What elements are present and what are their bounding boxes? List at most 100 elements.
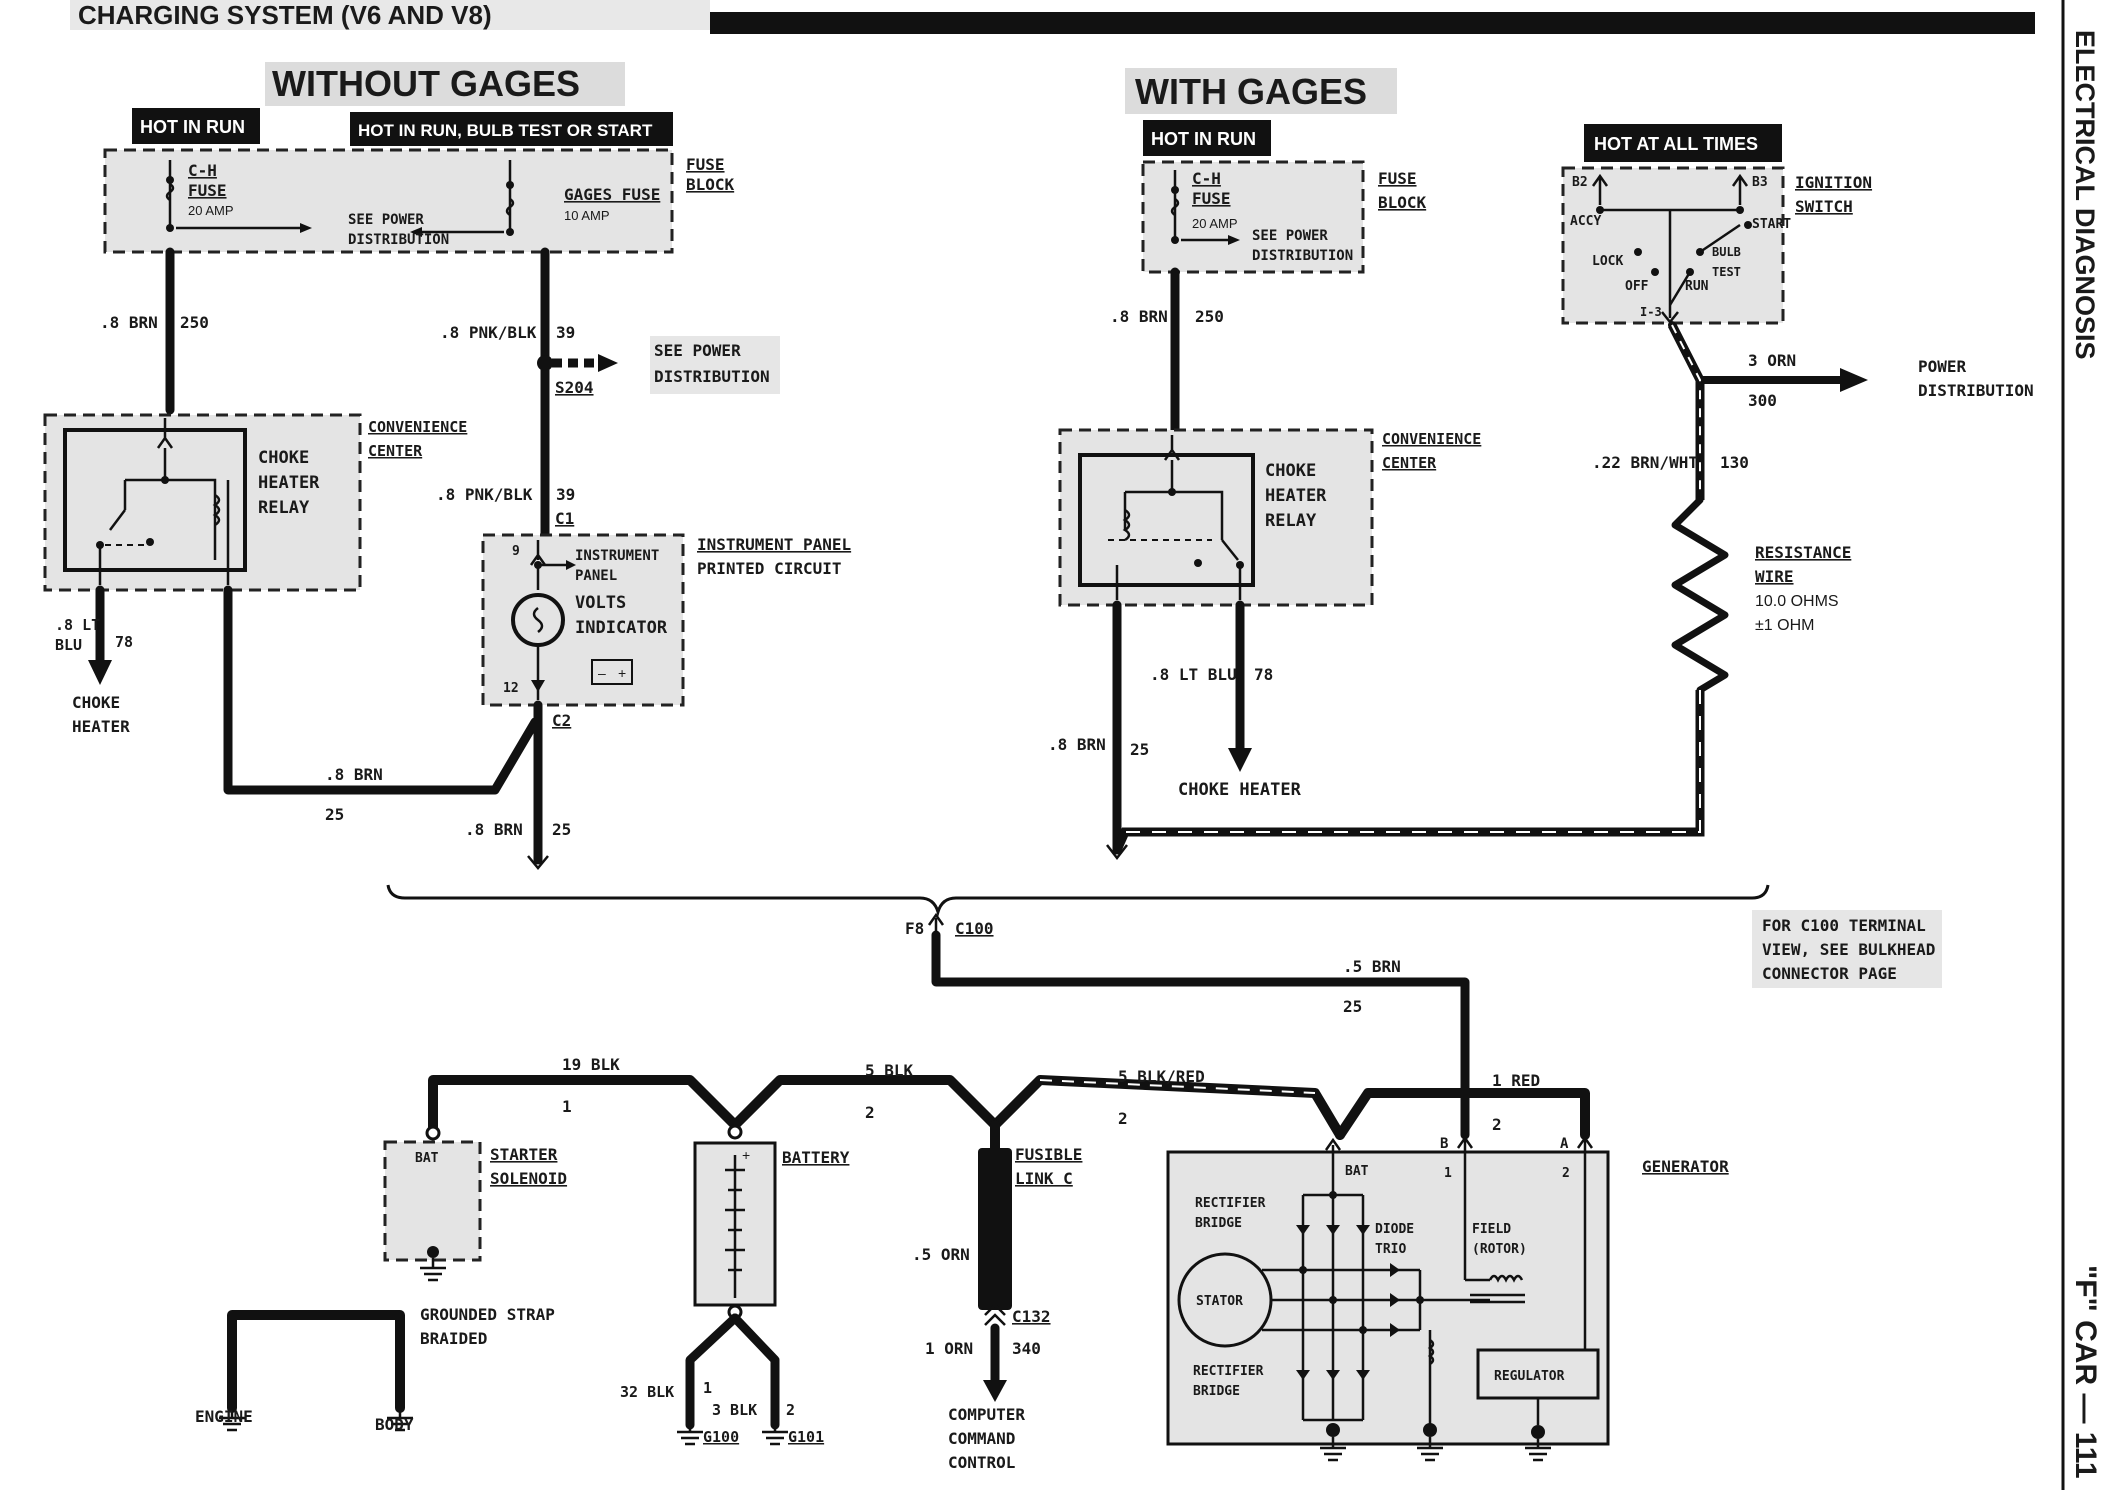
computer-3: CONTROL <box>948 1453 1015 1472</box>
power-dist-right-1: POWER <box>1918 357 1967 376</box>
computer-1: COMPUTER <box>948 1405 1025 1424</box>
g3-label: 3 BLK <box>712 1401 757 1419</box>
connector-brace <box>386 884 1770 918</box>
fuse-block-label-right-2: BLOCK <box>1378 193 1427 212</box>
c100-label: C100 <box>955 919 994 938</box>
wire-19blk-num: 1 <box>562 1097 572 1116</box>
choke-heater-right: CHOKE HEATER <box>1178 780 1302 800</box>
wire-19blk-label: 19 BLK <box>562 1055 620 1074</box>
f8-label: F8 <box>905 919 924 938</box>
rect-top-2: BRIDGE <box>1195 1216 1242 1231</box>
wire-5blkred-num: 2 <box>1118 1109 1128 1128</box>
ch-fuse-amp-right: 20 AMP <box>1192 216 1238 231</box>
regulator-label: REGULATOR <box>1494 1369 1565 1384</box>
wire-78-right-num: 78 <box>1254 665 1273 684</box>
wire-250-right-label: .8 BRN <box>1110 307 1168 326</box>
power-dist-right-2: DISTRIBUTION <box>1918 381 2034 400</box>
ign-accy: ACCY <box>1570 214 1601 229</box>
ign-run: RUN <box>1685 279 1709 294</box>
wire-25-right-num: 25 <box>1130 740 1149 759</box>
starter-solenoid: BAT <box>383 1125 482 1282</box>
fuse-block-right: C-H FUSE 20 AMP SEE POWER DISTRIBUTION <box>1141 160 1365 274</box>
c2-label: C2 <box>552 711 571 730</box>
orn1-label: 1 ORN <box>925 1339 973 1358</box>
s204-label: S204 <box>555 378 594 397</box>
diode-2: TRIO <box>1375 1242 1406 1257</box>
grounded-strap <box>227 1310 405 1413</box>
resistance-label-1: RESISTANCE <box>1755 543 1851 562</box>
rect-bot-1: RECTIFIER <box>1193 1364 1264 1379</box>
wire-5blk-num: 2 <box>865 1103 875 1122</box>
see-power-left-2: DISTRIBUTION <box>348 232 449 248</box>
ohms-1: 10.0 OHMS <box>1755 593 1839 610</box>
ohms-2: ±1 OHM <box>1755 617 1814 634</box>
gages-fuse-amp: 10 AMP <box>564 208 610 223</box>
ch-fuse-amp-left: 20 AMP <box>188 203 234 218</box>
see-power-right-2: DISTRIBUTION <box>1252 248 1353 264</box>
g3-num: 2 <box>786 1401 795 1419</box>
wire-250-left-label: .8 BRN <box>100 313 158 332</box>
gages-fuse-label: GAGES FUSE <box>564 185 660 204</box>
ground-wire-3blk <box>730 1313 780 1430</box>
convenience-left-label-1: CONVENIENCE <box>368 418 467 436</box>
wire-25a-num: 25 <box>325 805 344 824</box>
wire-5blkred-label: 5 BLK/RED <box>1118 1067 1205 1086</box>
battery-label: BATTERY <box>782 1148 850 1167</box>
starter-label-2: SOLENOID <box>490 1169 567 1188</box>
without-gages-title: WITHOUT GAGES <box>272 63 580 104</box>
wire-39b-num: 39 <box>556 485 575 504</box>
ch-fuse-label-l2: FUSE <box>188 181 227 200</box>
gen-b: B <box>1440 1136 1448 1152</box>
battery: + <box>693 1124 777 1320</box>
fusible-link-c <box>978 1148 1012 1310</box>
c132-label: C132 <box>1012 1307 1051 1326</box>
wire-25b-num: 25 <box>552 820 571 839</box>
wire-39a-label: .8 PNK/BLK <box>440 323 537 342</box>
gen-1: 1 <box>1444 1166 1452 1181</box>
relay-left-l3: RELAY <box>258 498 310 518</box>
ign-i3: I-3 <box>1640 305 1662 319</box>
convenience-center-left: CHOKE HEATER RELAY <box>43 413 362 592</box>
orn1-num: 340 <box>1012 1339 1041 1358</box>
ign-bulb-2: TEST <box>1712 265 1741 279</box>
generator-label: GENERATOR <box>1642 1157 1729 1176</box>
svg-text:+: + <box>742 1147 750 1163</box>
wire-1red-num: 2 <box>1492 1115 1502 1134</box>
ignition-label-1: IGNITION <box>1795 173 1872 192</box>
wire-5blk-label: 5 BLK <box>865 1061 914 1080</box>
splice-s204 <box>537 355 553 371</box>
volts-l2: INDICATOR <box>575 618 668 638</box>
ignition-switch: B2 B3 ACCY START LOCK BULB TEST OFF RUN … <box>1561 166 1791 325</box>
rect-top-1: RECTIFIER <box>1195 1196 1266 1211</box>
instr-label-1: INSTRUMENT PANEL <box>697 535 851 554</box>
g100-label: G100 <box>703 1428 739 1446</box>
wire-78-right-label: .8 LT BLU <box>1150 665 1237 684</box>
relay-left-l2: HEATER <box>258 473 320 493</box>
ign-b2: B2 <box>1572 175 1588 190</box>
g32-label: 32 BLK <box>620 1383 674 1401</box>
fusible-label-2: LINK C <box>1015 1169 1073 1188</box>
ign-lock: LOCK <box>1592 254 1623 269</box>
wire-300-num: 300 <box>1748 391 1777 410</box>
hot-in-run-tag-right: HOT IN RUN <box>1151 129 1256 149</box>
wire-1-red <box>1335 1088 1590 1140</box>
field-1: FIELD <box>1472 1222 1511 1237</box>
regulator <box>1476 1348 1600 1400</box>
fuse-block-left: C-H FUSE 20 AMP GAGES FUSE 10 AMP SEE PO… <box>103 148 674 254</box>
gen-bat: BAT <box>1345 1164 1369 1179</box>
header-rule <box>710 12 2035 34</box>
ign-off: OFF <box>1625 279 1649 294</box>
instr-inner-1: INSTRUMENT <box>575 548 659 564</box>
wire-25-to-generator <box>931 930 1470 1140</box>
stator-label: STATOR <box>1196 1294 1243 1309</box>
c100-note-2: VIEW, SEE BULKHEAD <box>1762 940 1935 959</box>
wire-130-num: 130 <box>1720 453 1749 472</box>
instrument-panel-circuit: –+ INSTRUMENT PANEL VOLTS INDICATOR 9 12 <box>481 533 685 707</box>
wire-300-label: 3 ORN <box>1748 351 1796 370</box>
field-2: (ROTOR) <box>1472 1242 1527 1257</box>
side-title: ELECTRICAL DIAGNOSIS <box>2070 30 2100 360</box>
hot-in-run-tag-left: HOT IN RUN <box>140 117 245 137</box>
c1-label: C1 <box>555 509 574 528</box>
